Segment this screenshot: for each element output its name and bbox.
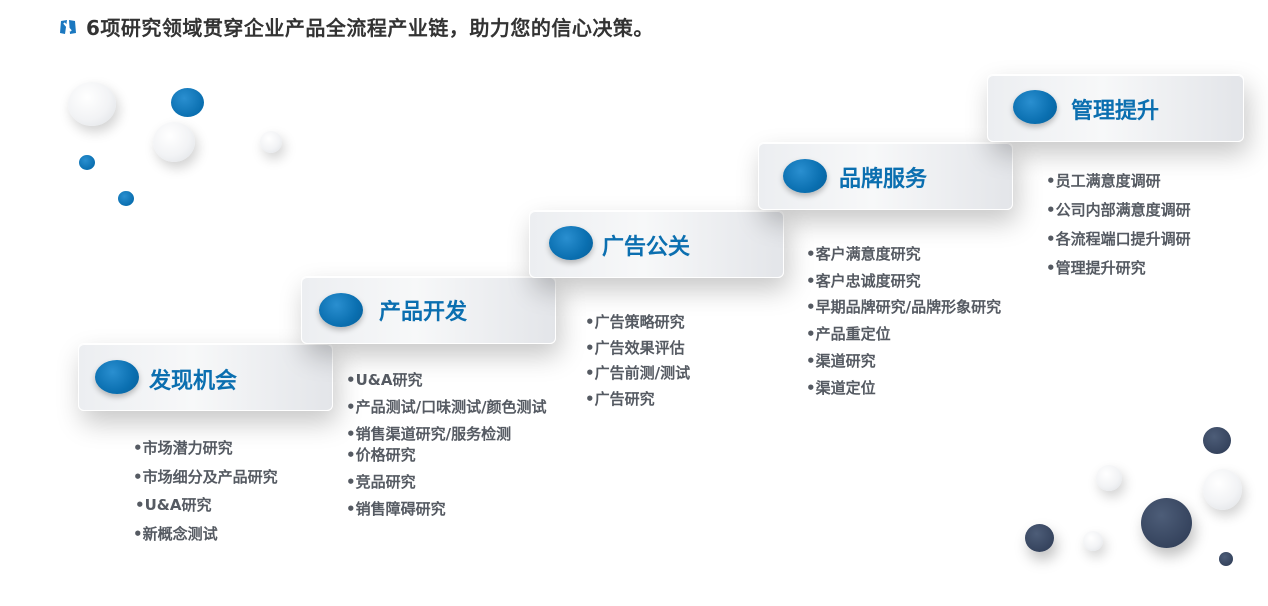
list-item: •员工满意度调研 [1046, 172, 1161, 190]
decor-ball [1203, 427, 1231, 454]
list-item: •U&A研究 [135, 496, 212, 514]
list-item: •公司内部满意度调研 [1046, 201, 1191, 219]
decor-ball [171, 88, 204, 117]
list-item: •U&A研究 [346, 371, 423, 389]
list-item: •竞品研究 [346, 473, 416, 491]
decor-ball [1219, 552, 1233, 566]
list-item: •客户忠诚度研究 [806, 272, 921, 290]
stage-title: 管理提升 [1071, 99, 1160, 124]
list-item: •早期品牌研究/品牌形象研究 [806, 298, 1002, 316]
decor-ball [1096, 465, 1122, 491]
page-header: 6项研究领域贯穿企业产品全流程产业链，助力您的信心决策。 [58, 12, 654, 41]
decor-ball [1141, 498, 1192, 548]
decor-ball [153, 122, 195, 162]
stage-title: 广告公关 [602, 235, 691, 260]
list-item: •渠道定位 [806, 379, 876, 397]
decor-ball [118, 191, 134, 206]
brand-logo-icon [60, 19, 76, 34]
decor-ball [79, 155, 95, 170]
list-item: •广告效果评估 [585, 339, 685, 357]
list-item: •广告研究 [585, 390, 655, 408]
stage-list-discover: •市场潜力研究 •市场细分及产品研究 •U&A研究 •新概念测试 [133, 437, 278, 551]
stage-list-brand: •客户满意度研究 •客户忠诚度研究 •早期品牌研究/品牌形象研究 •产品重定位 … [806, 243, 1001, 404]
list-item: •广告策略研究 [585, 313, 685, 331]
stage-card-management[interactable]: 管理提升 [987, 74, 1244, 142]
list-item: •渠道研究 [806, 352, 876, 370]
list-item: •广告前测/测试 [585, 364, 691, 382]
stage-title: 品牌服务 [839, 167, 928, 192]
decor-ball [1203, 469, 1242, 510]
stage-title: 产品开发 [379, 300, 468, 325]
list-item: •产品测试/口味测试/颜色测试 [346, 398, 547, 416]
list-item: •销售障碍研究 [346, 500, 446, 518]
stage-card-product[interactable]: 产品开发 [301, 276, 556, 344]
list-item: •价格研究 [346, 446, 416, 464]
stage-list-advertising: •广告策略研究 •广告效果评估 •广告前测/测试 •广告研究 [585, 311, 690, 414]
stage-card-advertising[interactable]: 广告公关 [529, 210, 784, 278]
decor-ball [1083, 531, 1103, 551]
list-item: •管理提升研究 [1046, 259, 1146, 277]
list-item: •销售渠道研究/服务检测 [346, 425, 512, 443]
list-item: •客户满意度研究 [806, 245, 921, 263]
stage-title: 发现机会 [149, 369, 238, 394]
stage-card-brand[interactable]: 品牌服务 [758, 142, 1013, 210]
decor-ball [1025, 524, 1054, 552]
list-item: •市场细分及产品研究 [133, 468, 278, 486]
stage-marker-dot [95, 360, 139, 394]
stage-marker-dot [783, 159, 827, 193]
stage-marker-dot [1013, 90, 1057, 124]
stage-card-discover[interactable]: 发现机会 [78, 343, 333, 411]
decor-ball [68, 82, 116, 126]
list-item: •市场潜力研究 [133, 439, 233, 457]
page-title: 6项研究领域贯穿企业产品全流程产业链，助力您的信心决策。 [86, 16, 654, 40]
stage-list-management: •员工满意度调研 •公司内部满意度调研 •各流程端口提升调研 •管理提升研究 [1046, 170, 1191, 286]
stage-marker-dot [319, 293, 363, 327]
list-item: •产品重定位 [806, 325, 891, 343]
stage-marker-dot [549, 226, 593, 260]
decor-ball [260, 131, 282, 153]
list-item: •各流程端口提升调研 [1046, 230, 1191, 248]
list-item: •新概念测试 [133, 525, 218, 543]
stage-list-product: •U&A研究 •产品测试/口味测试/颜色测试 •销售渠道研究/服务检测 •价格研… [346, 369, 547, 525]
